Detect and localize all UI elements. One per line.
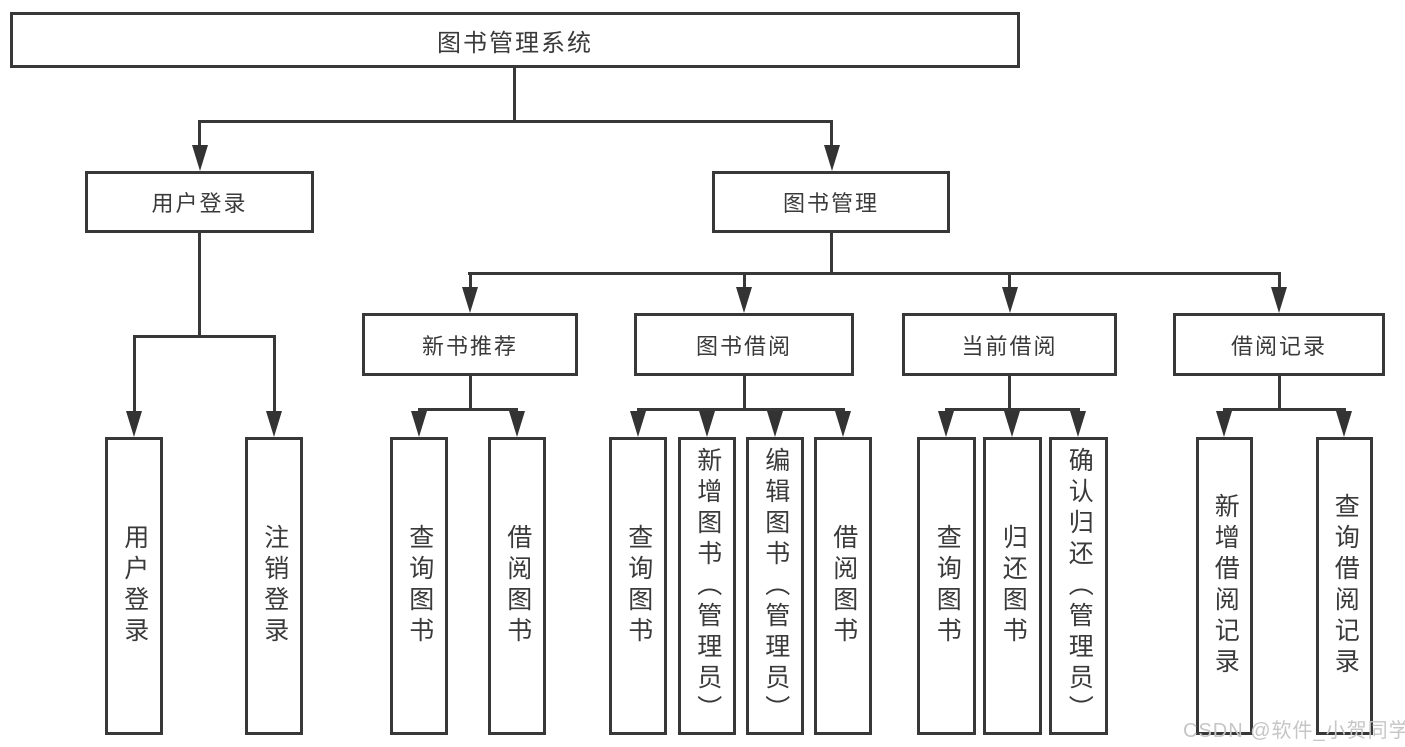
leaf-return-books: 归还图书: [983, 437, 1042, 735]
leaf-query-books-borrow: 查询图书: [609, 437, 667, 735]
node-borrow-records: 借阅记录: [1173, 313, 1385, 376]
leaf-return-books-label: 归还图书: [999, 524, 1028, 648]
connector-line: [133, 335, 136, 411]
node-book-management-label: 图书管理: [782, 191, 879, 216]
leaf-add-book-admin-label: 新增图书（管理员）: [693, 446, 722, 726]
connector-line: [1008, 272, 1011, 289]
connector-line: [1223, 408, 1346, 411]
connector-line: [198, 120, 833, 123]
arrow-down-icon: [824, 145, 840, 171]
leaf-query-borrow-record-label: 查询借阅记录: [1331, 493, 1360, 679]
leaf-add-book-admin: 新增图书（管理员）: [678, 437, 736, 735]
arrow-down-icon: [736, 287, 752, 313]
arrow-down-icon: [630, 411, 646, 437]
arrow-down-icon: [699, 411, 715, 437]
node-book-borrow: 图书借阅: [634, 313, 854, 376]
connector-line: [1278, 376, 1281, 408]
leaf-query-borrow-record: 查询借阅记录: [1316, 437, 1373, 735]
connector-line: [830, 233, 833, 272]
connector-line: [418, 408, 518, 411]
connector-line: [198, 120, 201, 148]
node-current-borrow: 当前借阅: [902, 313, 1117, 376]
arrow-down-icon: [1336, 411, 1352, 437]
leaf-edit-book-admin-label: 编辑图书（管理员）: [761, 446, 790, 726]
leaf-query-books-newbook: 查询图书: [390, 437, 448, 735]
arrow-down-icon: [1271, 287, 1287, 313]
connector-line: [1008, 376, 1011, 408]
leaf-logout: 注销登录: [245, 437, 303, 735]
leaf-borrow-books-borrow: 借阅图书: [814, 437, 872, 735]
leaf-query-books-current: 查询图书: [917, 437, 976, 735]
node-borrow-records-label: 借阅记录: [1230, 333, 1327, 359]
node-new-book-recommend-label: 新书推荐: [421, 333, 518, 359]
connector-line: [743, 272, 746, 289]
arrow-down-icon: [835, 411, 851, 437]
connector-line: [637, 408, 845, 411]
arrow-down-icon: [1216, 411, 1232, 437]
leaf-confirm-return-admin-label: 确认归还（管理员）: [1065, 446, 1094, 726]
node-current-borrow-label: 当前借阅: [961, 333, 1058, 359]
leaf-borrow-books-borrow-label: 借阅图书: [829, 524, 858, 648]
node-root-label: 图书管理系统: [437, 29, 593, 57]
arrow-down-icon: [192, 145, 208, 171]
connector-line: [1278, 272, 1281, 289]
connector-line: [830, 120, 833, 148]
connector-line: [273, 335, 276, 411]
leaf-borrow-books-newbook-label: 借阅图书: [503, 524, 532, 648]
connector-line: [198, 233, 201, 335]
leaf-query-books-borrow-label: 查询图书: [624, 524, 653, 648]
leaf-add-borrow-record: 新增借阅记录: [1196, 437, 1253, 735]
arrow-down-icon: [938, 411, 954, 437]
arrow-down-icon: [1070, 411, 1086, 437]
arrow-down-icon: [411, 411, 427, 437]
arrow-down-icon: [462, 287, 478, 313]
leaf-confirm-return-admin: 确认归还（管理员）: [1049, 437, 1108, 735]
connector-line: [945, 408, 1080, 411]
arrow-down-icon: [1004, 411, 1020, 437]
arrow-down-icon: [509, 411, 525, 437]
connector-line: [133, 335, 275, 338]
arrow-down-icon: [126, 411, 142, 437]
watermark: CSDN @软件_小贺同学: [1183, 720, 1405, 742]
arrow-down-icon: [266, 411, 282, 437]
leaf-logout-label: 注销登录: [260, 524, 289, 648]
node-root: 图书管理系统: [10, 12, 1020, 68]
node-new-book-recommend: 新书推荐: [362, 313, 578, 376]
leaf-edit-book-admin: 编辑图书（管理员）: [746, 437, 804, 735]
leaf-add-borrow-record-label: 新增借阅记录: [1211, 493, 1240, 679]
leaf-borrow-books-newbook: 借阅图书: [488, 437, 546, 735]
connector-line: [468, 272, 1281, 275]
leaf-user-login-label: 用户登录: [120, 524, 149, 648]
node-user-login-label: 用户登录: [151, 191, 248, 216]
leaf-user-login: 用户登录: [105, 437, 163, 735]
arrow-down-icon: [767, 411, 783, 437]
arrow-down-icon: [1002, 287, 1018, 313]
connector-line: [513, 68, 516, 120]
connector-line: [469, 376, 472, 408]
connector-line: [743, 376, 746, 408]
node-book-borrow-label: 图书借阅: [695, 333, 792, 359]
connector-line: [469, 272, 472, 289]
node-user-login: 用户登录: [85, 171, 314, 233]
node-book-management: 图书管理: [712, 171, 950, 233]
leaf-query-books-newbook-label: 查询图书: [405, 524, 434, 648]
leaf-query-books-current-label: 查询图书: [933, 524, 962, 648]
